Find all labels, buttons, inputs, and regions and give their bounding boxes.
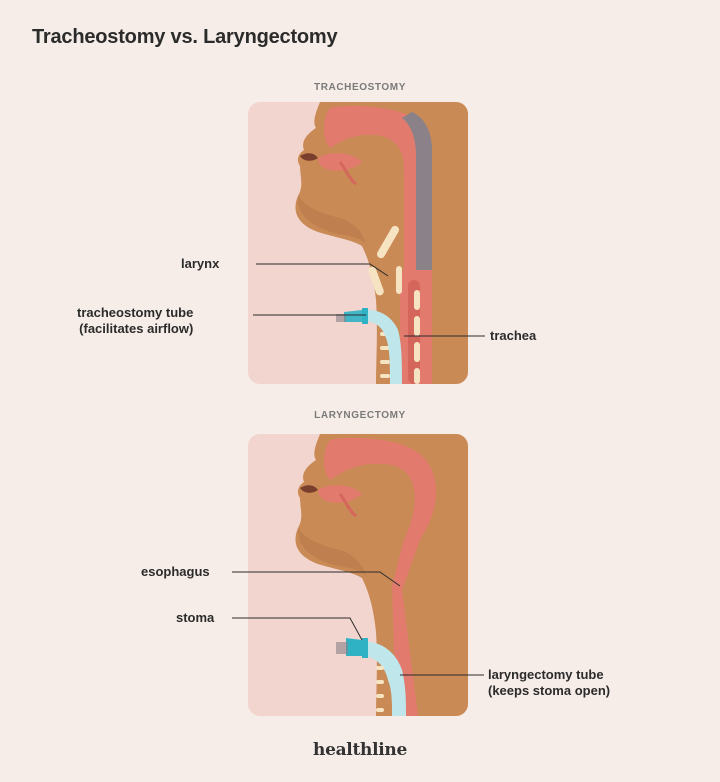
label-tracheostomy-tube-line1: tracheostomy tube	[77, 305, 194, 320]
page-title: Tracheostomy vs. Laryngectomy	[32, 26, 338, 48]
label-tracheostomy-tube-line2: (facilitates airflow)	[79, 321, 194, 336]
larynx-leader	[256, 263, 389, 277]
stoma-connector	[346, 638, 362, 656]
tracheostomy-tube	[362, 309, 402, 384]
tracheostomy-panel	[248, 102, 468, 384]
laryngectomy-tube	[362, 641, 406, 716]
larynx-cartilage	[368, 225, 402, 296]
label-laryngectomy-tube-line1: laryngectomy tube	[488, 667, 604, 682]
label-laryngectomy-tube-line2: (keeps stoma open)	[488, 683, 611, 698]
tracheostomy-heading: TRACHEOSTOMY	[313, 82, 407, 93]
label-laryngectomy-tube: laryngectomy tube (keeps stoma open)	[488, 667, 610, 699]
healthline-logo: healthline	[313, 740, 407, 760]
esophagus-leader	[232, 571, 401, 587]
label-trachea: trachea	[490, 328, 537, 343]
label-larynx: larynx	[181, 256, 220, 271]
label-stoma: stoma	[176, 610, 215, 625]
label-esophagus: esophagus	[141, 564, 210, 579]
stoma-leader	[232, 617, 363, 641]
label-tracheostomy-tube: tracheostomy tube (facilitates airflow)	[77, 305, 193, 337]
laryngectomy-heading: LARYNGECTOMY	[314, 410, 406, 421]
laryngectomy-panel	[248, 434, 468, 716]
